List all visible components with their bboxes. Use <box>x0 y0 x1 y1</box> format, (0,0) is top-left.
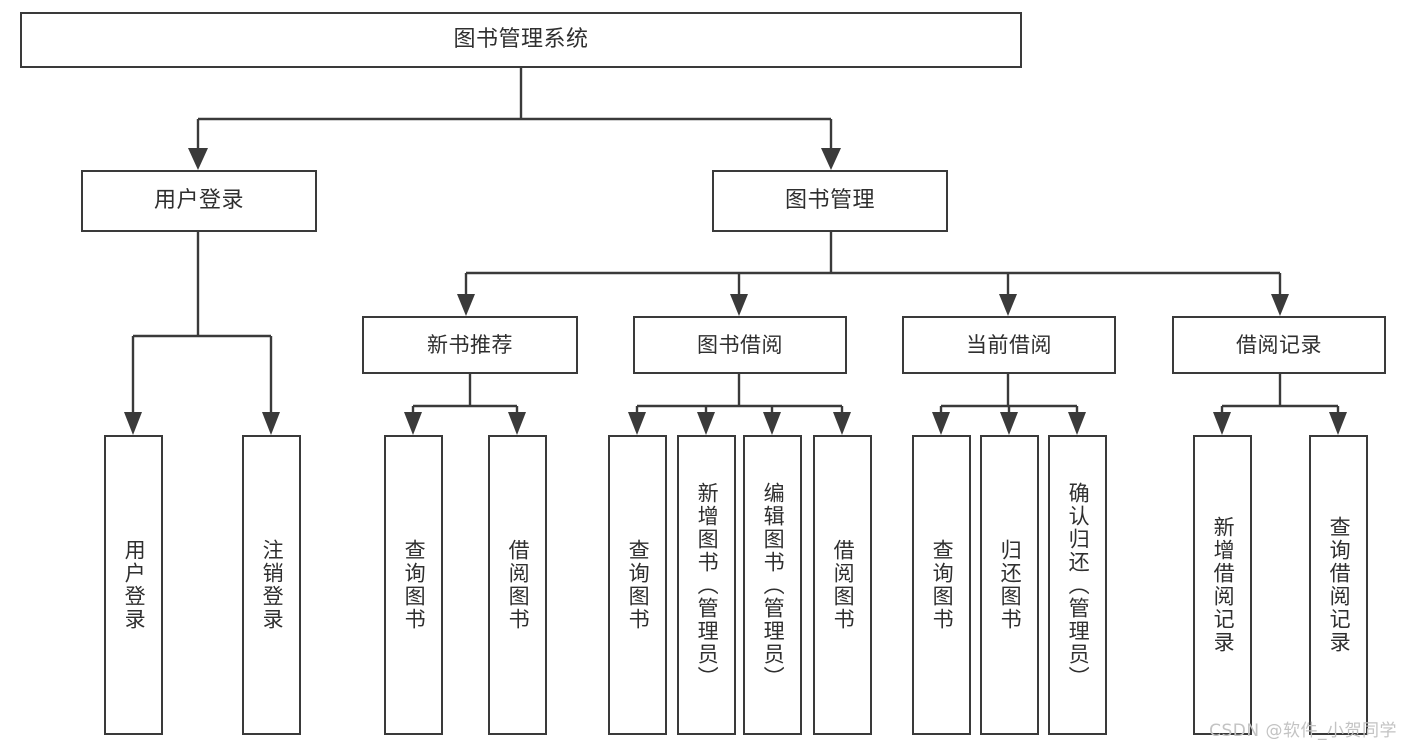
node-label: 借阅图书 <box>831 539 856 631</box>
arrow-to-current-borrow <box>999 294 1017 316</box>
leaf-confirm-return[interactable]: 确认归还（管理员） <box>1048 435 1107 735</box>
csdn-watermark: CSDN @软件_小贺同学 <box>1209 721 1397 741</box>
arrow-to-leaf-borrow-book-2 <box>833 412 851 435</box>
leaf-borrow-book-1[interactable]: 借阅图书 <box>488 435 547 735</box>
node-label: 新增借阅记录 <box>1211 516 1236 654</box>
arrow-to-borrow-record <box>1271 294 1289 316</box>
leaf-return-book[interactable]: 归还图书 <box>980 435 1039 735</box>
node-new-book-recommend[interactable]: 新书推荐 <box>362 316 578 374</box>
leaf-user-logout[interactable]: 注销登录 <box>242 435 301 735</box>
node-label: 查询图书 <box>402 539 427 631</box>
node-label: 新书推荐 <box>427 332 513 357</box>
arrow-to-leaf-query-book-1 <box>404 412 422 435</box>
node-label: 归还图书 <box>998 539 1023 631</box>
arrow-to-book-management <box>821 148 841 170</box>
node-label: 图书管理 <box>784 188 875 214</box>
leaf-query-record[interactable]: 查询借阅记录 <box>1309 435 1368 735</box>
arrow-to-leaf-return-book <box>1000 412 1018 435</box>
arrow-to-leaf-user-logout <box>262 412 280 435</box>
node-borrow-record[interactable]: 借阅记录 <box>1172 316 1386 374</box>
leaf-query-book-2[interactable]: 查询图书 <box>608 435 667 735</box>
leaf-query-book-1[interactable]: 查询图书 <box>384 435 443 735</box>
node-label: 注销登录 <box>260 539 285 631</box>
leaf-user-login[interactable]: 用户登录 <box>104 435 163 735</box>
arrow-to-leaf-query-book-3 <box>932 412 950 435</box>
node-label: 确认归还（管理员） <box>1066 481 1091 689</box>
node-label: 图书管理系统 <box>453 27 589 53</box>
node-label: 新增图书（管理员） <box>695 481 720 689</box>
node-book-borrow[interactable]: 图书借阅 <box>633 316 847 374</box>
arrow-to-leaf-borrow-book-1 <box>508 412 526 435</box>
node-label: 用户登录 <box>153 188 244 214</box>
node-root-book-management-system[interactable]: 图书管理系统 <box>20 12 1022 68</box>
node-label: 查询图书 <box>930 539 955 631</box>
node-label: 借阅记录 <box>1236 332 1322 357</box>
arrow-to-leaf-query-book-2 <box>628 412 646 435</box>
node-label: 图书借阅 <box>697 332 783 357</box>
node-label: 当前借阅 <box>966 332 1052 357</box>
arrow-to-user-login <box>188 148 208 170</box>
node-label: 查询图书 <box>626 539 651 631</box>
arrow-to-new-book-recommend <box>457 294 475 316</box>
arrow-to-leaf-add-record <box>1213 412 1231 435</box>
leaf-edit-book[interactable]: 编辑图书（管理员） <box>743 435 802 735</box>
arrow-to-leaf-confirm-return <box>1068 412 1086 435</box>
leaf-query-book-3[interactable]: 查询图书 <box>912 435 971 735</box>
node-user-login[interactable]: 用户登录 <box>81 170 317 232</box>
leaf-add-book[interactable]: 新增图书（管理员） <box>677 435 736 735</box>
arrow-to-leaf-user-login <box>124 412 142 435</box>
node-label: 查询借阅记录 <box>1327 516 1352 654</box>
leaf-add-record[interactable]: 新增借阅记录 <box>1193 435 1252 735</box>
arrow-to-leaf-edit-book <box>763 412 781 435</box>
arrow-to-book-borrow <box>730 294 748 316</box>
node-label: 用户登录 <box>122 539 147 631</box>
leaf-borrow-book-2[interactable]: 借阅图书 <box>813 435 872 735</box>
arrow-to-leaf-add-book <box>697 412 715 435</box>
node-current-borrow[interactable]: 当前借阅 <box>902 316 1116 374</box>
arrow-to-leaf-query-record <box>1329 412 1347 435</box>
node-label: 借阅图书 <box>506 539 531 631</box>
node-book-management[interactable]: 图书管理 <box>712 170 948 232</box>
node-label: 编辑图书（管理员） <box>761 481 786 689</box>
